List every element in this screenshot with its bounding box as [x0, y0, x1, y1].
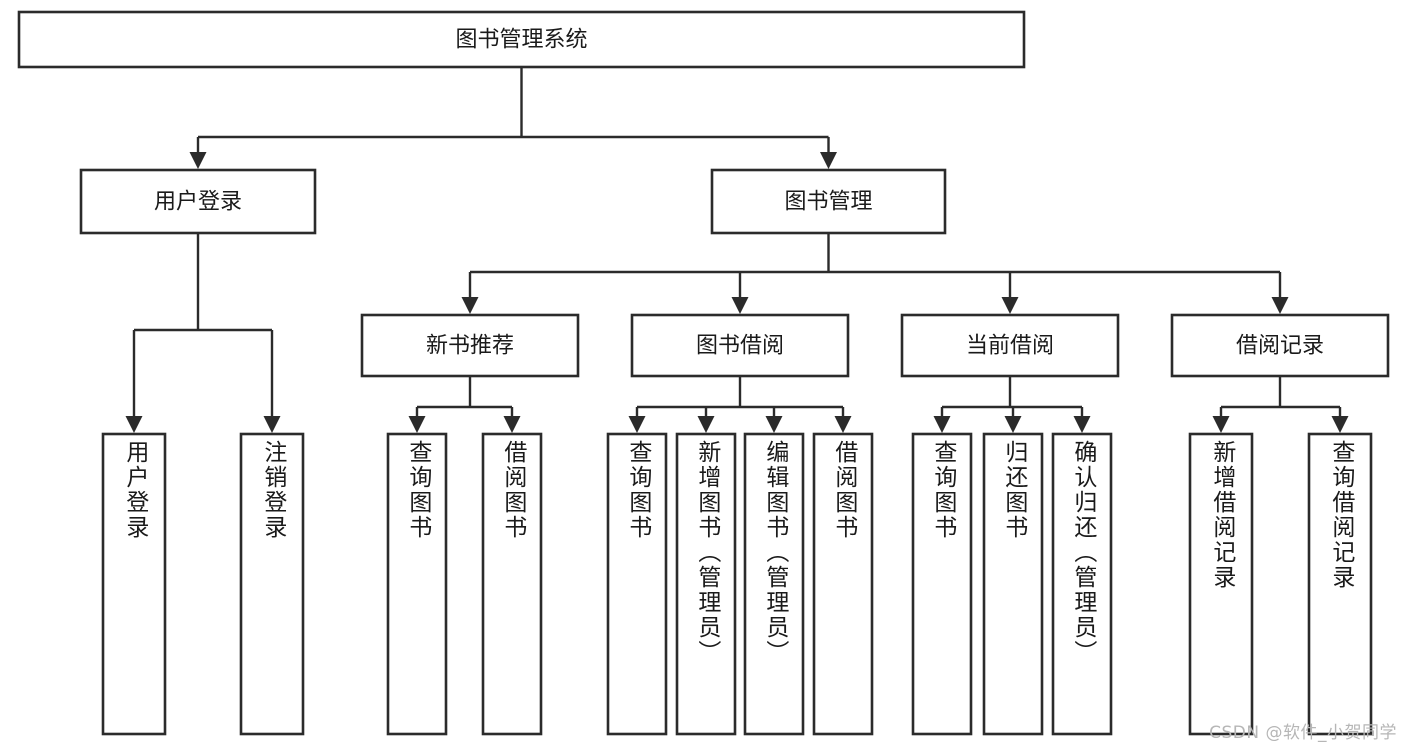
level1-node-label: 图书管理	[784, 190, 872, 215]
leaf-node[interactable]	[812, 432, 874, 736]
arrow-head-icon	[263, 416, 281, 433]
level1-node-box[interactable]	[79, 168, 317, 235]
connectors-layer	[125, 67, 1349, 433]
level1-node-label: 用户登录	[154, 190, 242, 215]
level2-node-label: 借阅记录	[1236, 334, 1324, 359]
leaf-node[interactable]	[1188, 432, 1254, 736]
arrow-head-icon	[731, 297, 749, 314]
arrow-head-icon	[1001, 297, 1019, 314]
leaf-node[interactable]	[1051, 432, 1113, 736]
arrow-head-icon	[503, 416, 521, 433]
arrow-head-icon	[1271, 297, 1289, 314]
leaf-node-box[interactable]	[982, 432, 1044, 736]
leaf-node-box[interactable]	[386, 432, 448, 736]
arrow-head-icon	[820, 152, 837, 169]
arrow-head-icon	[765, 416, 783, 433]
leaf-node-box[interactable]	[1188, 432, 1254, 736]
root-node-box[interactable]	[17, 10, 1026, 69]
watermark-text: CSDN @软件_小贺同学	[1209, 723, 1397, 743]
level2-node-box[interactable]	[900, 313, 1120, 378]
leaf-node-box[interactable]	[675, 432, 737, 736]
level2-node-label: 新书推荐	[426, 334, 514, 359]
arrow-head-icon	[189, 152, 207, 169]
arrow-head-icon	[834, 416, 852, 433]
level2-node[interactable]	[900, 313, 1120, 378]
root-node[interactable]	[17, 10, 1026, 69]
leaf-node[interactable]	[481, 432, 543, 736]
leaf-node[interactable]	[386, 432, 448, 736]
leaf-node-box[interactable]	[481, 432, 543, 736]
root-node-label: 图书管理系统	[455, 28, 587, 53]
level2-node-box[interactable]	[1170, 313, 1390, 378]
leaf-node-box[interactable]	[743, 432, 805, 736]
leaf-node-box[interactable]	[1051, 432, 1113, 736]
leaf-node-box[interactable]	[606, 432, 668, 736]
level2-node[interactable]	[360, 313, 580, 378]
leaf-node[interactable]	[743, 432, 805, 736]
arrow-head-icon	[1212, 416, 1230, 433]
level2-node-box[interactable]	[630, 313, 850, 378]
arrow-head-icon	[697, 416, 715, 433]
leaf-node[interactable]	[239, 432, 305, 736]
leaf-node[interactable]	[101, 432, 167, 736]
level1-node[interactable]	[79, 168, 317, 235]
level1-node-box[interactable]	[710, 168, 947, 235]
leaf-node[interactable]	[1307, 432, 1373, 736]
arrow-head-icon	[408, 416, 426, 433]
leaf-node[interactable]	[606, 432, 668, 736]
leaf-node-box[interactable]	[101, 432, 167, 736]
level2-node-box[interactable]	[360, 313, 580, 378]
arrow-head-icon	[461, 297, 479, 314]
leaf-node-box[interactable]	[911, 432, 973, 736]
leaf-node[interactable]	[675, 432, 737, 736]
level2-node-label: 图书借阅	[696, 334, 784, 359]
boxes-layer	[17, 10, 1390, 736]
arrow-head-icon	[933, 416, 951, 433]
leaf-node-box[interactable]	[239, 432, 305, 736]
arrow-head-icon	[628, 416, 646, 433]
leaf-node[interactable]	[982, 432, 1044, 736]
leaf-node-box[interactable]	[1307, 432, 1373, 736]
leaf-node[interactable]	[911, 432, 973, 736]
level1-node[interactable]	[710, 168, 947, 235]
level2-node-label: 当前借阅	[966, 334, 1054, 359]
arrow-head-icon	[125, 416, 143, 433]
leaf-node-box[interactable]	[812, 432, 874, 736]
arrow-head-icon	[1073, 416, 1091, 433]
arrow-head-icon	[1004, 416, 1022, 433]
level2-node[interactable]	[630, 313, 850, 378]
arrow-head-icon	[1331, 416, 1349, 433]
level2-node[interactable]	[1170, 313, 1390, 378]
